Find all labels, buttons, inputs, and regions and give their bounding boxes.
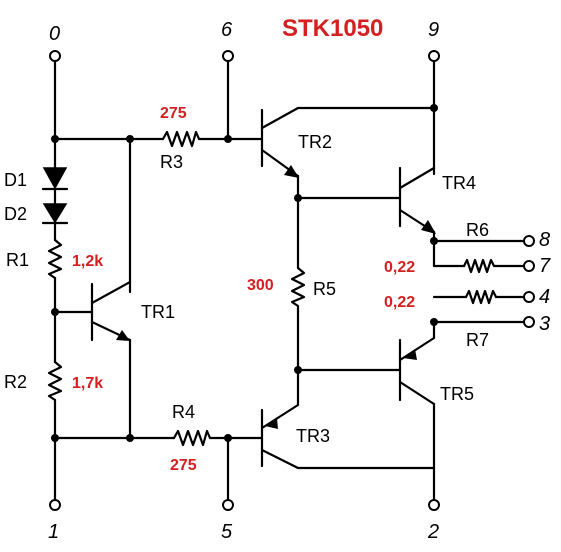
terminal-pin-4 bbox=[523, 291, 535, 303]
transistor-tr3 bbox=[260, 403, 436, 470]
label-r5: R5 bbox=[313, 279, 336, 299]
label-r6: R6 bbox=[466, 220, 489, 240]
r7-branch bbox=[432, 295, 526, 340]
resistor-r2 bbox=[47, 360, 63, 402]
terminal-pin-2 bbox=[428, 499, 440, 511]
resistor-r4 bbox=[172, 429, 212, 447]
junction-dots bbox=[51, 104, 438, 442]
label-tr5: TR5 bbox=[440, 384, 474, 404]
r6-branch bbox=[432, 239, 526, 268]
transistor-tr2 bbox=[260, 106, 436, 178]
label-tr3: TR3 bbox=[296, 426, 330, 446]
transistor-tr4 bbox=[398, 166, 436, 268]
value-r6: 0,22 bbox=[384, 259, 415, 276]
value-r1: 1,2k bbox=[72, 253, 103, 270]
value-r7: 0,22 bbox=[384, 294, 415, 311]
terminal-pin-6 bbox=[222, 50, 234, 62]
pin-label-2: 2 bbox=[427, 521, 439, 543]
terminals bbox=[49, 50, 535, 511]
label-d2: D2 bbox=[4, 204, 27, 224]
value-r5: 300 bbox=[247, 277, 274, 294]
value-r3: 275 bbox=[160, 105, 187, 122]
terminal-pin-7 bbox=[523, 260, 535, 272]
pin-label-9: 9 bbox=[428, 19, 439, 41]
resistor-r3 bbox=[161, 130, 201, 148]
transistor-tr5 bbox=[398, 336, 436, 502]
resistor-r6 bbox=[462, 258, 498, 274]
terminal-pin-9 bbox=[428, 50, 440, 62]
diode-d2 bbox=[41, 203, 69, 225]
resistor-r7 bbox=[464, 289, 500, 305]
chip-title: STK1050 bbox=[282, 15, 383, 42]
resistor-r1 bbox=[47, 238, 63, 280]
label-r3: R3 bbox=[160, 152, 183, 172]
terminal-pin-5 bbox=[222, 499, 234, 511]
label-r7: R7 bbox=[466, 330, 489, 350]
label-r2: R2 bbox=[4, 372, 27, 392]
label-tr1: TR1 bbox=[141, 302, 175, 322]
label-tr2: TR2 bbox=[298, 132, 332, 152]
pin-label-0: 0 bbox=[49, 23, 60, 45]
terminal-pin-3 bbox=[523, 316, 535, 328]
label-d1: D1 bbox=[4, 170, 27, 190]
label-r1: R1 bbox=[6, 250, 29, 270]
terminal-pin-1 bbox=[49, 499, 61, 511]
pin-label-3: 3 bbox=[539, 313, 550, 335]
pin-label-5: 5 bbox=[221, 521, 233, 543]
pin-label-7: 7 bbox=[539, 255, 551, 277]
pin-label-1: 1 bbox=[48, 521, 59, 543]
label-r4: R4 bbox=[172, 402, 195, 422]
value-r2: 1,7k bbox=[72, 375, 103, 392]
terminal-pin-0 bbox=[49, 50, 61, 62]
transistor-tr1 bbox=[53, 280, 132, 342]
pin-label-4: 4 bbox=[539, 286, 550, 308]
value-r4: 275 bbox=[170, 457, 197, 474]
label-tr4: TR4 bbox=[442, 173, 476, 193]
terminal-pin-8 bbox=[523, 235, 535, 247]
resistor-r5 bbox=[290, 266, 306, 308]
diode-d1 bbox=[41, 167, 69, 206]
pin-label-8: 8 bbox=[539, 229, 550, 251]
pin-label-6: 6 bbox=[221, 19, 233, 41]
